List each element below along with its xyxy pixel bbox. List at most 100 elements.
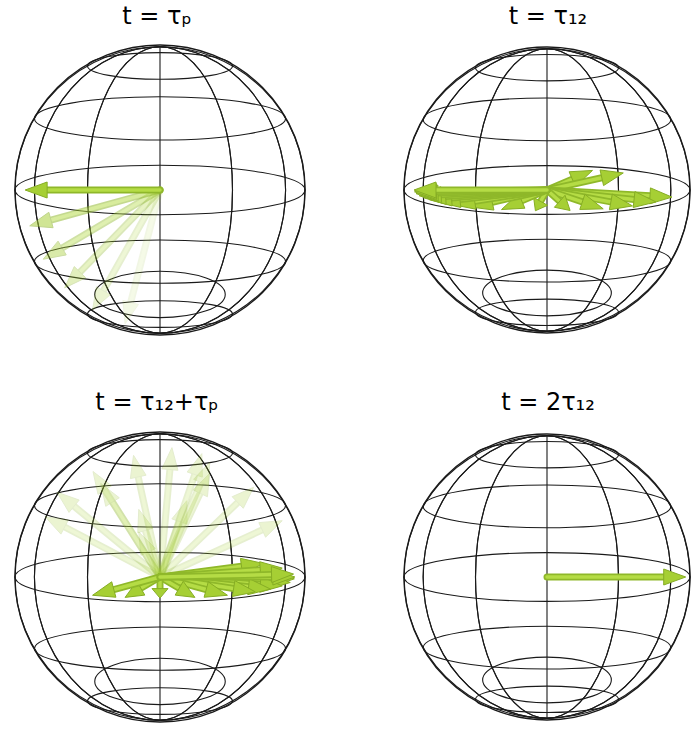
vector-head xyxy=(138,509,153,532)
state-vector xyxy=(430,190,547,206)
sphere-outline xyxy=(15,45,305,335)
latitude xyxy=(423,485,671,528)
sphere-wireframe xyxy=(15,45,305,335)
state-vector xyxy=(160,487,254,577)
vector-shaft-highlight xyxy=(62,190,160,248)
vector-shaft-highlight xyxy=(547,190,611,202)
latitude xyxy=(423,98,671,141)
vector-head xyxy=(175,581,195,597)
sphere-wireframe xyxy=(404,434,690,720)
vector-head xyxy=(194,462,210,485)
polar-ring xyxy=(483,657,612,703)
vector-shaft-highlight xyxy=(51,190,160,220)
polar-ring xyxy=(483,270,612,316)
meridian xyxy=(15,434,305,720)
latitude xyxy=(423,626,671,669)
latitude xyxy=(476,686,619,712)
meridian xyxy=(34,434,285,720)
state-vector xyxy=(93,577,160,597)
sphere-outline xyxy=(15,432,305,722)
vector-head xyxy=(534,197,548,210)
meridian xyxy=(423,49,671,331)
vector-head xyxy=(130,455,146,478)
vector-shaft xyxy=(160,470,170,577)
vector-head xyxy=(259,521,282,537)
vector-head xyxy=(57,492,79,512)
latitude xyxy=(88,440,233,467)
latitude xyxy=(476,299,619,325)
time-label: t = τₚ xyxy=(122,3,192,31)
vector-shaft xyxy=(160,575,272,577)
vector-head xyxy=(232,581,255,597)
meridian xyxy=(34,47,285,333)
time-label: t = 2τ₁₂ xyxy=(501,389,595,417)
state-vector xyxy=(160,567,294,583)
state-vector xyxy=(30,190,160,228)
meridian xyxy=(34,47,285,333)
vector-shaft-highlight xyxy=(437,190,547,192)
vector-head xyxy=(609,194,632,210)
meridian xyxy=(15,47,305,333)
vector-head xyxy=(232,487,253,508)
state-vector xyxy=(93,472,160,577)
vector-shaft xyxy=(436,187,547,194)
vector-head xyxy=(93,582,116,597)
vector-shaft-highlight xyxy=(547,575,664,579)
time-label: t = τ₁₂ xyxy=(509,3,587,31)
meridian xyxy=(423,436,671,718)
vector-head xyxy=(43,241,66,259)
latitude xyxy=(404,553,690,602)
vector-shaft-highlight xyxy=(160,575,272,577)
sphere-wireframe xyxy=(404,47,690,333)
polar-ring xyxy=(95,658,226,704)
vector-shaft xyxy=(114,577,160,590)
vector-shaft xyxy=(51,190,160,220)
vector-head xyxy=(664,569,686,585)
vector-shaft xyxy=(47,187,160,194)
vector-head xyxy=(271,567,293,583)
meridian xyxy=(404,49,690,331)
state-vector xyxy=(43,190,160,259)
vector-head xyxy=(93,287,111,310)
meridian xyxy=(423,436,671,718)
vector-head xyxy=(580,194,603,209)
sphere-outline xyxy=(404,434,690,720)
vector-head xyxy=(600,170,623,186)
state-vector xyxy=(160,462,210,577)
meridian xyxy=(34,434,285,720)
vector-head xyxy=(25,182,47,198)
state-vector xyxy=(25,182,160,198)
vector-shaft xyxy=(113,502,160,577)
latitude xyxy=(423,239,671,282)
latitude xyxy=(88,301,233,328)
state-vector xyxy=(547,569,686,585)
latitude xyxy=(34,97,285,140)
vector-shaft xyxy=(547,190,611,202)
vector-head xyxy=(204,582,227,597)
meridian xyxy=(423,49,671,331)
vector-shaft-highlight xyxy=(113,502,160,577)
vector-shaft-highlight xyxy=(160,470,170,577)
vector-head xyxy=(414,182,436,198)
vector-head xyxy=(152,589,168,598)
latitude xyxy=(34,627,285,670)
latitude xyxy=(476,54,619,80)
vector-shaft-highlight xyxy=(160,575,273,579)
latitude xyxy=(88,688,233,715)
vector-shaft-highlight xyxy=(114,577,160,590)
latitude xyxy=(34,484,285,527)
meridian xyxy=(404,436,690,718)
state-vector xyxy=(414,182,547,198)
vector-head xyxy=(101,483,120,506)
state-vector xyxy=(101,483,160,577)
vector-head xyxy=(65,267,86,288)
vector-head xyxy=(123,300,138,323)
state-vector xyxy=(160,448,178,577)
state-vector xyxy=(547,190,632,210)
state-vector xyxy=(424,188,547,204)
vector-shaft-highlight xyxy=(47,188,160,192)
state-vector xyxy=(547,190,570,210)
vector-head xyxy=(554,195,570,210)
